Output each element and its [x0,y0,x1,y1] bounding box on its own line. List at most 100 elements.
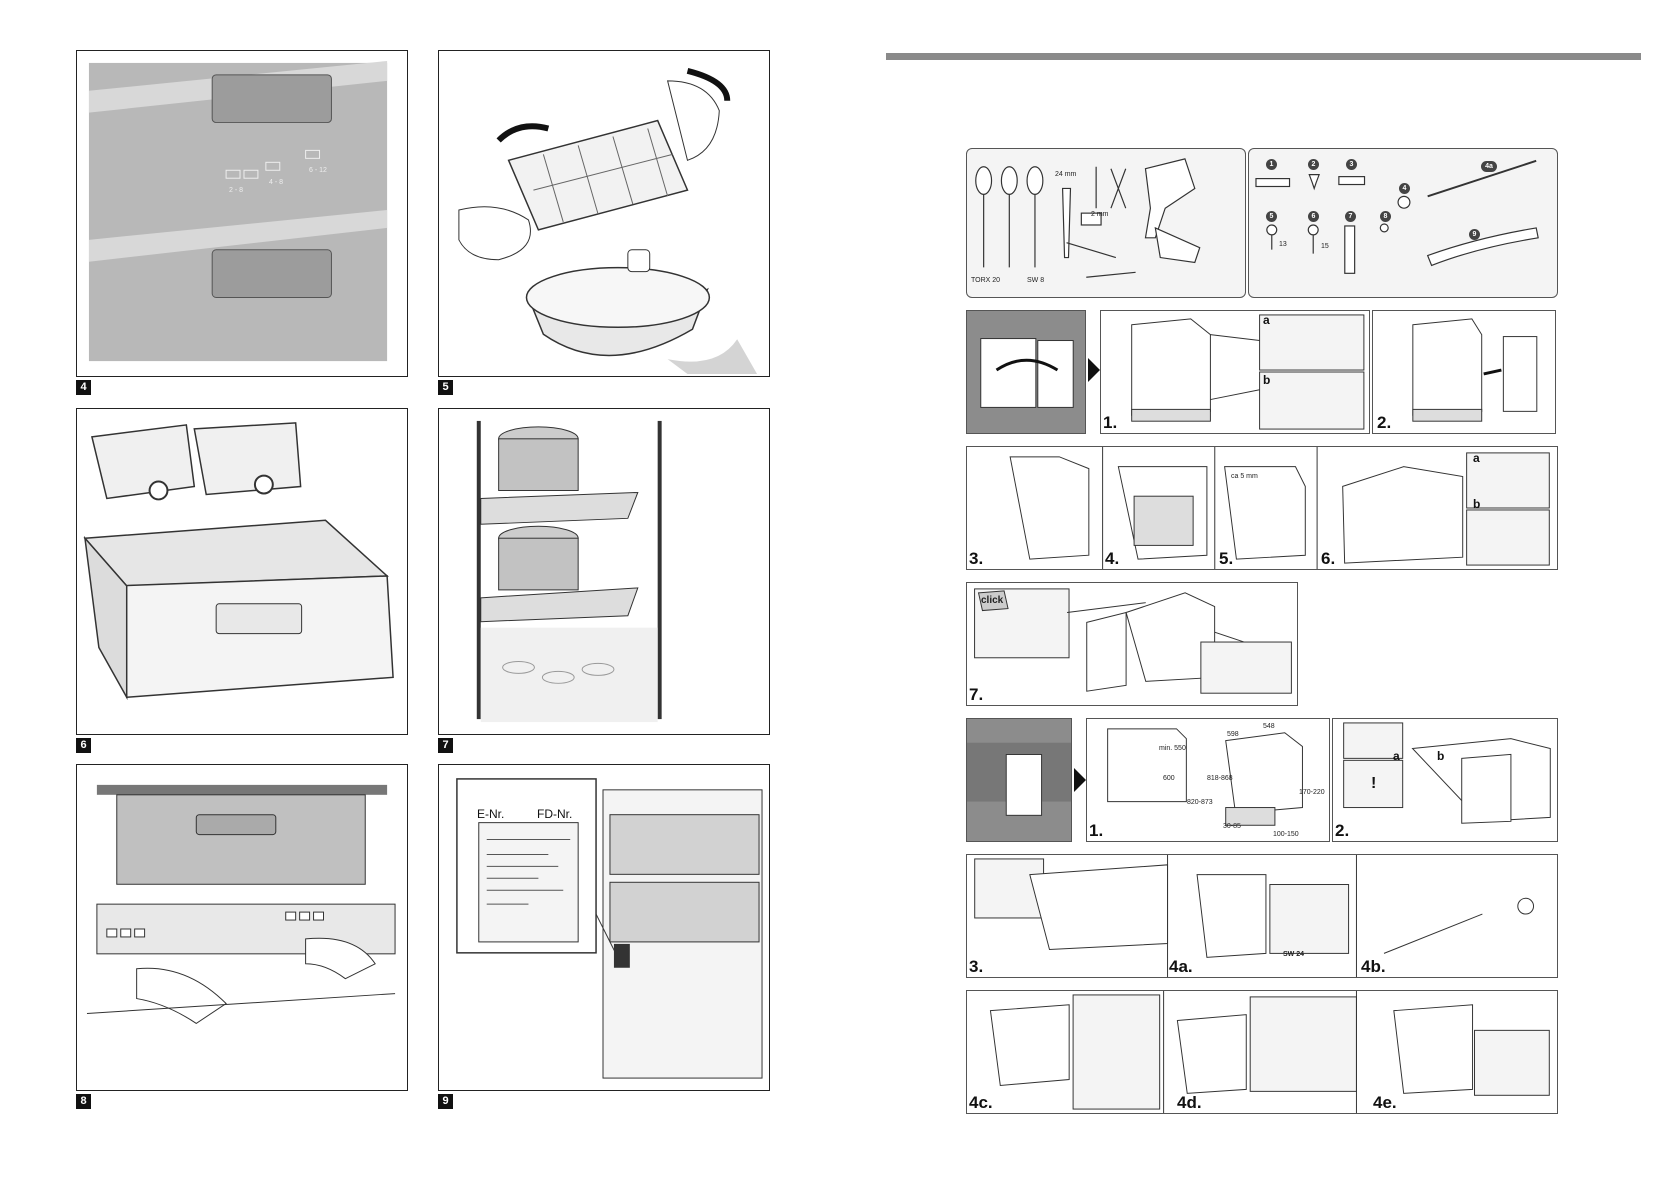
part-1-number: 1 [1266,159,1277,170]
sw8-label: SW 8 [1027,277,1045,284]
dim-598: 598 [1227,731,1239,738]
dim-820: 820-873 [1187,799,1213,806]
install-step-4e-label: 4e. [1373,1093,1397,1112]
install-step-4b-label: 4b. [1361,957,1386,976]
install-step-arrow [1074,768,1086,792]
click-label: click [981,595,1004,606]
install-step-4d-label: 4d. [1177,1093,1202,1112]
click-step: 7. click [966,582,1298,706]
door-swing-icon [980,338,1074,408]
parts-illustration [1255,159,1539,274]
install-step-4c-label: 4c. [969,1093,993,1112]
part-8-number: 8 [1380,211,1391,222]
install-sub-a: a [1393,749,1400,763]
step-7-label: 7. [969,685,984,704]
install-step-1: 1. min. 550 598 548 600 818-868 820-873 … [1086,718,1330,842]
pots-on-shelves-illustration [476,420,662,723]
dim-170: 170-220 [1299,789,1325,796]
part-9-number: 9 [1469,229,1480,240]
step-4-label: 4. [1105,549,1120,568]
sw24-label: SW 24 [1283,951,1305,958]
dim-min550: min. 550 [1159,745,1186,752]
drawer-setting-a: 2 - 8 [229,187,244,194]
part-7-number: 7 [1345,211,1356,222]
install-step-1-label: 1. [1089,821,1104,840]
install-step-2-label: 2. [1335,821,1350,840]
warning-mark: ! [1371,775,1377,792]
door-remount-illustration [1412,318,1538,422]
wrench-size-label: 24 mm [1055,171,1077,178]
part-4a-number: 4a [1481,161,1497,172]
part-5-number: 5 [1266,211,1277,222]
dim-818: 818-868 [1207,775,1233,782]
install-step-2: 2. a b ! [1332,718,1558,842]
tools-illustration [975,158,1201,278]
install-step-4a-label: 4a. [1169,957,1193,976]
door-step-1: 1. a b [1100,310,1370,434]
door-step-arrow [1088,358,1100,382]
figure-5-ice-tray [438,50,770,377]
figure-number-6: 6 [76,738,91,753]
click-step-illustration [974,588,1292,694]
install-steps-4c-4e-illustration [989,991,1550,1113]
door-removal-illustration [1131,314,1365,430]
figure-number-4: 4 [76,380,91,395]
step-5-label: 5. [1219,549,1234,568]
niche-icon [967,742,1071,816]
figure-4-drawer-controls: 2 - 8 4 - 8 6 - 12 [76,50,408,377]
install-steps-3-4b-illustration [974,855,1535,977]
hinge-gap-label: ca 5 mm [1231,473,1258,480]
figure-6-freezer-packs [76,408,408,735]
page-header-bar [886,53,1641,60]
door-step-2: 2. [1372,310,1556,434]
figure-number-9: 9 [438,1094,453,1109]
install-sub-b: b [1437,749,1445,763]
niche-dimensions-illustration [1107,728,1303,826]
drawer-setting-c: 6 - 12 [309,167,327,174]
figure-number-8: 8 [76,1094,91,1109]
door-sub-b: b [1263,373,1271,387]
torx-label: TORX 20 [971,277,1001,284]
figure-number-7: 7 [438,738,453,753]
drawer-setting-b: 4 - 8 [269,179,284,186]
tools-box: TORX 20 SW 8 24 mm 2 mm [966,148,1246,298]
remove-grille-illustration [86,784,396,1025]
drawer-controls-illustration [88,60,388,362]
step-3-label: 3. [969,549,984,568]
parts-box: 1 2 3 4 4a 5 6 7 8 9 13 15 [1248,148,1558,298]
dim-100: 100-150 [1273,831,1299,838]
hinge-sub-b: b [1473,497,1481,511]
install-steps-3-4b: 3. 4a. 4b. SW 24 [966,854,1558,978]
step-6-label: 6. [1321,549,1336,568]
freezer-packs-illustration [83,422,394,701]
part-4-number: 4 [1399,183,1410,194]
drill-size-label: 2 mm [1091,211,1109,218]
screw-6-length: 15 [1321,243,1329,250]
hinge-sub-a: a [1473,451,1480,465]
step-2-label: 2. [1377,413,1392,432]
figure-number-5: 5 [438,380,453,395]
dim-600: 600 [1163,775,1175,782]
figure-9-rating-plate: E-Nr. FD-Nr. [438,764,770,1091]
screw-5-length: 13 [1279,241,1287,248]
part-2-number: 2 [1308,159,1319,170]
figure-7-pots-on-shelves [438,408,770,735]
door-change-overview [966,310,1086,434]
power-cable-illustration [1343,722,1551,824]
install-step-3-label: 3. [969,957,984,976]
part-3-number: 3 [1346,159,1357,170]
dim-548: 548 [1263,723,1275,730]
step-1-label: 1. [1103,413,1118,432]
figure-8-remove-grille [76,764,408,1091]
fd-nr-label: FD-Nr. [537,807,573,821]
door-sub-a: a [1263,313,1270,327]
ice-tray-illustration [458,67,758,375]
hinge-steps: 3. 4. 5. 6. ca 5 mm a b [966,446,1558,570]
install-steps-4c-4e: 4c. 4d. 4e. [966,990,1558,1114]
rating-plate-illustration [456,778,763,1079]
e-nr-label: E-Nr. [477,807,505,821]
installation-overview [966,718,1072,842]
hinge-steps-illustration [1009,447,1550,569]
part-6-number: 6 [1308,211,1319,222]
dim-30: 30-85 [1223,823,1241,830]
